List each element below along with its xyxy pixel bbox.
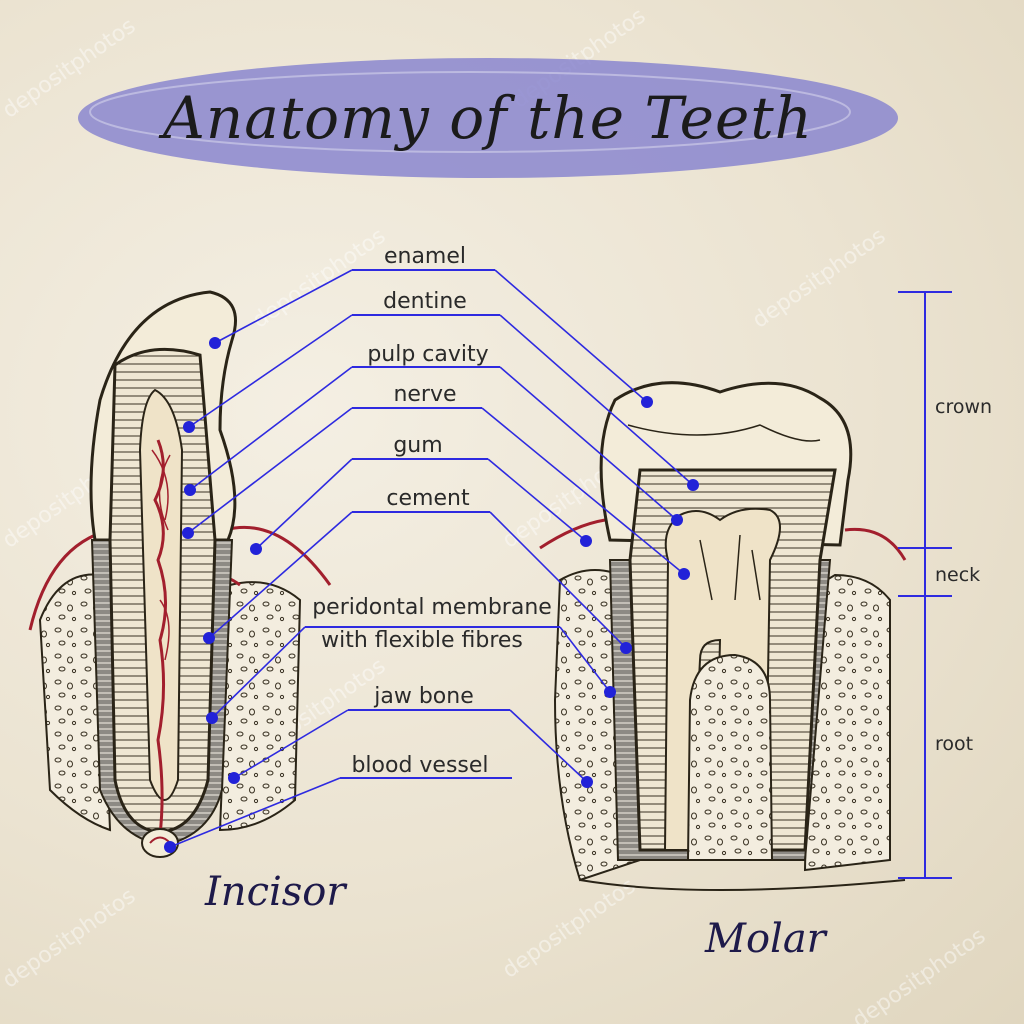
label-pulp-cavity: pulp cavity [367, 342, 488, 367]
section-root: root [935, 733, 973, 755]
incisor-pulp [138, 388, 184, 801]
section-bracket [898, 291, 952, 879]
label-cement: cement [386, 486, 470, 511]
molar-gum [539, 518, 606, 550]
label-dentine: dentine [383, 289, 467, 314]
label-enamel: enamel [384, 244, 466, 269]
section-neck: neck [935, 564, 980, 586]
title-band [78, 58, 898, 178]
watermark: depositphotos [498, 874, 640, 984]
watermark: depositphotos [0, 884, 140, 994]
incisor-illustration [28, 290, 332, 858]
label-nerve: nerve [393, 382, 456, 407]
section-crown: crown [935, 396, 992, 418]
annotation-dots [164, 337, 699, 853]
watermark: depositphotos [848, 924, 990, 1024]
annotation-lines [169, 269, 694, 848]
title-band-stroke [89, 71, 851, 153]
label-jaw-bone: jaw bone [373, 684, 473, 709]
diagram-title: Anatomy of the Teeth [158, 84, 813, 152]
incisor-label: Incisor [204, 869, 348, 915]
watermark: depositphotos [248, 224, 390, 334]
label-periodontal-line2: with flexible fibres [321, 628, 523, 653]
label-blood-vessel: blood vessel [351, 753, 488, 778]
molar-label: Molar [704, 916, 829, 962]
watermark: depositphotos [748, 224, 890, 334]
label-gum: gum [393, 433, 442, 458]
molar-illustration [539, 381, 907, 891]
label-periodontal-line1: peridontal membrane [312, 595, 552, 620]
